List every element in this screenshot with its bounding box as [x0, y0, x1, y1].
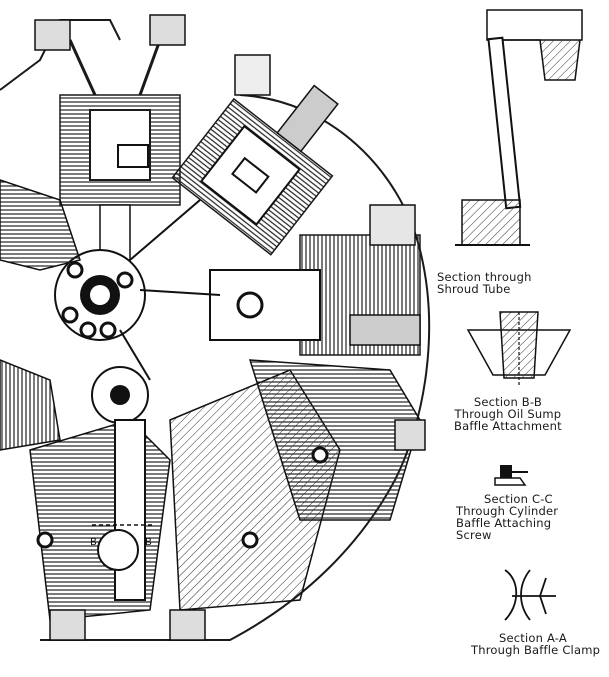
- cylinder-right: [209, 204, 421, 356]
- caption-bb-line-3: Baffle Attachment: [454, 419, 562, 433]
- detail-section-b-b: [466, 311, 572, 385]
- caption-section-a-a: Section A-A Through Baffle Clamp: [471, 632, 600, 656]
- caption-bb-line-1: Section B-B: [473, 395, 542, 409]
- cylinder-upper-right: [171, 84, 339, 256]
- caption-cc-line-4: Screw: [456, 528, 492, 542]
- caption-cc-line-2: Through Cylinder: [456, 504, 559, 518]
- cylinder-top: [34, 14, 186, 261]
- crankcase-hub: [54, 199, 221, 381]
- caption-section-b-b: Section B-B Through Oil Sump Baffle Atta…: [454, 396, 562, 432]
- cylinder-lower-group: [29, 359, 426, 641]
- caption-shroud-line-2: Shroud Tube: [437, 282, 511, 296]
- caption-aa-line-2: Through Baffle Clamp: [471, 643, 601, 657]
- caption-shroud-tube: Section through Shroud Tube: [437, 271, 532, 295]
- section-marker-b-right: B: [145, 537, 152, 548]
- detail-section-a-a: [504, 569, 556, 621]
- caption-cc-line-1: Section C-C: [484, 492, 553, 506]
- caption-bb-line-2: Through Oil Sump: [454, 407, 562, 421]
- cylinder-left-group: [0, 179, 81, 451]
- caption-shroud-line-1: Section through: [437, 270, 532, 284]
- detail-section-c-c: [494, 465, 528, 486]
- caption-aa-line-1: Section A-A: [499, 631, 567, 645]
- rocker-box: [234, 54, 271, 96]
- caption-cc-line-3: Baffle Attaching: [456, 516, 552, 530]
- caption-section-c-c: Section C-C Through Cylinder Baffle Atta…: [456, 493, 558, 541]
- section-marker-b-left: B: [90, 537, 97, 548]
- detail-shroud-tube: [455, 9, 583, 246]
